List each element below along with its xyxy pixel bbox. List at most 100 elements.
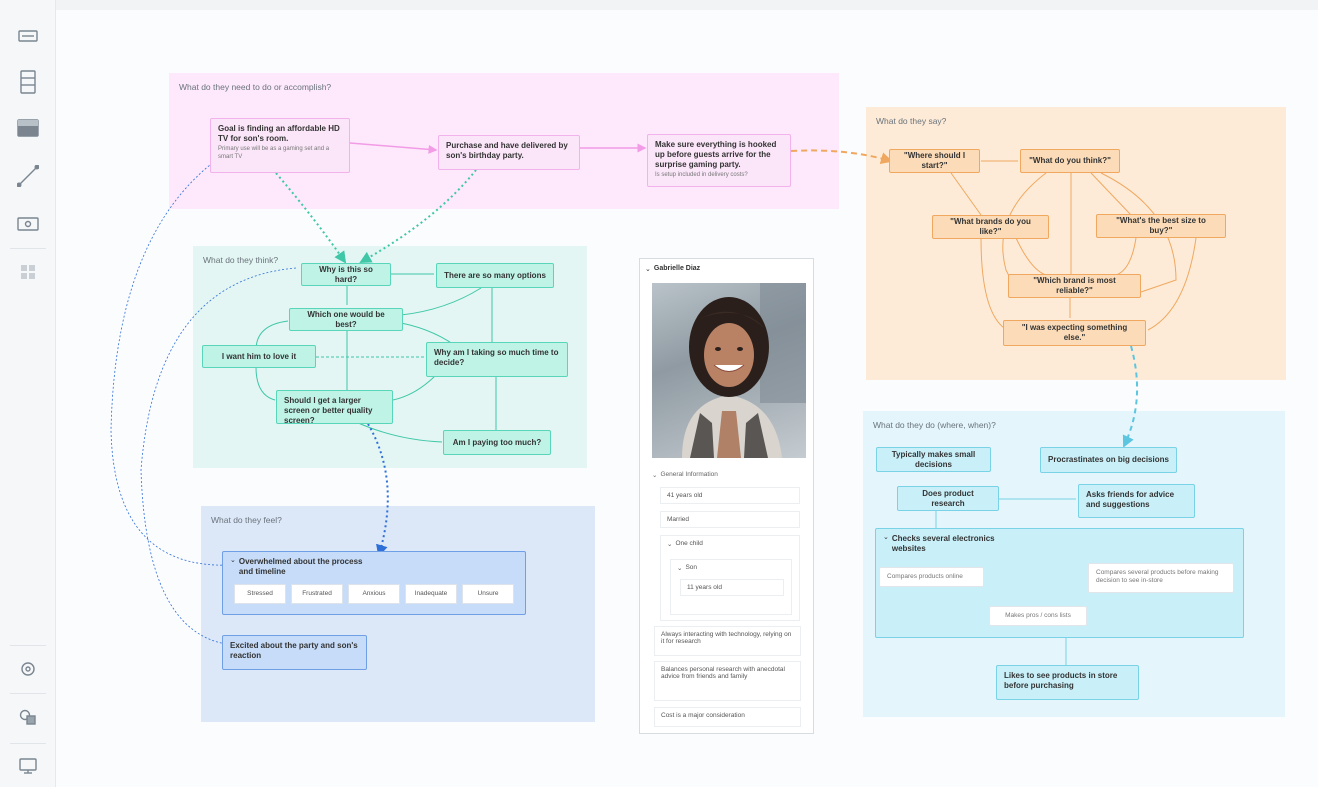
list-block-icon[interactable] <box>14 68 42 96</box>
say-brands-text: "What brands do you like?" <box>950 217 1031 236</box>
card-do-compares-several[interactable]: Compares several products before making … <box>1088 563 1234 593</box>
persona-note-1: Always interacting with technology, rely… <box>654 626 801 656</box>
zone-do-title: What do they do (where, when)? <box>873 420 996 430</box>
persona-age: 41 years old <box>660 487 800 504</box>
persona-age-text: 41 years old <box>667 492 703 499</box>
persona-card[interactable]: ⌄Gabrielle Diaz ⌄General Information 41 … <box>639 258 814 734</box>
do-friends-text: Asks friends for advice and suggestions <box>1086 490 1175 509</box>
feel-chip[interactable]: Unsure <box>462 584 514 605</box>
card-hookup-sub: Is setup included in delivery costs? <box>655 172 748 178</box>
say-reliable-text: "Which brand is most reliable?" <box>1033 276 1116 295</box>
card-do-research[interactable]: Does product research <box>897 486 999 511</box>
card-feel-overwhelmed[interactable]: ⌄Overwhelmed about the process and timel… <box>222 551 526 615</box>
feel-chip[interactable]: Anxious <box>348 584 400 605</box>
card-feel-excited[interactable]: Excited about the party and son's reacti… <box>222 635 367 670</box>
say-think-text: "What do you think?" <box>1029 156 1111 165</box>
visibility-icon[interactable] <box>14 655 42 683</box>
card-say-brands[interactable]: "What brands do you like?" <box>932 215 1049 239</box>
card-say-reliable[interactable]: "Which brand is most reliable?" <box>1008 274 1141 298</box>
persona-son-age-text: 11 years old <box>687 584 722 591</box>
card-do-procrastinates[interactable]: Procrastinates on big decisions <box>1040 447 1177 473</box>
card-do-compares-online[interactable]: Compares products online <box>879 567 984 587</box>
card-purchase-title: Purchase and have delivered by son's bir… <box>446 141 568 160</box>
card-think-options[interactable]: There are so many options <box>436 263 554 288</box>
feel-chip[interactable]: Frustrated <box>291 584 343 605</box>
general-info-header[interactable]: ⌄General Information <box>652 471 718 479</box>
card-goal-title: Goal is finding an affordable HD TV for … <box>218 124 340 143</box>
persona-son-age: 11 years old <box>680 579 784 596</box>
persona-married: Married <box>660 511 800 528</box>
persona-note-2-text: Balances personal research with anecdota… <box>661 666 785 680</box>
card-purchase[interactable]: Purchase and have delivered by son's bir… <box>438 135 580 170</box>
persona-child-text: One child <box>675 540 703 547</box>
zone-say-title: What do they say? <box>876 116 947 126</box>
chevron-down-icon[interactable]: ⌄ <box>883 534 889 541</box>
card-think-love[interactable]: I want him to love it <box>202 345 316 368</box>
card-do-small[interactable]: Typically makes small decisions <box>876 447 991 472</box>
left-toolbar <box>0 0 56 787</box>
persona-note-1-text: Always interacting with technology, rely… <box>661 631 792 645</box>
persona-name: Gabrielle Diaz <box>653 265 701 272</box>
card-do-friends[interactable]: Asks friends for advice and suggestions <box>1078 484 1195 518</box>
card-think-paying[interactable]: Am I paying too much? <box>443 430 551 455</box>
image-block-icon[interactable] <box>14 114 42 142</box>
do-checks-text: Checks several electronics websites <box>891 534 995 553</box>
text-block-icon[interactable] <box>14 22 42 50</box>
card-say-think[interactable]: "What do you think?" <box>1020 149 1120 173</box>
card-goal-sub: Primary use will be as a gaming set and … <box>218 146 330 160</box>
preview-icon[interactable] <box>14 210 42 238</box>
say-start-text: "Where should I start?" <box>903 151 966 170</box>
do-small-text: Typically makes small decisions <box>891 449 976 469</box>
card-think-best[interactable]: Which one would be best? <box>289 308 403 331</box>
persona-header: ⌄Gabrielle Diaz <box>645 265 700 273</box>
zone-think-title: What do they think? <box>203 255 279 265</box>
think-love-text: I want him to love it <box>221 351 297 361</box>
think-screen-text: Should I get a larger screen or better q… <box>284 396 373 425</box>
connector-icon[interactable] <box>14 162 42 190</box>
think-paying-text: Am I paying too much? <box>452 437 542 447</box>
feel-overwhelmed-text: Overwhelmed about the process and timeli… <box>238 557 363 576</box>
think-options-text: There are so many options <box>444 270 546 280</box>
card-think-time[interactable]: Why am I taking so much time to decide? <box>426 342 568 377</box>
zone-need-title: What do they need to do or accomplish? <box>179 82 332 92</box>
card-do-instore[interactable]: Likes to see products in store before pu… <box>996 665 1139 700</box>
persona-note-3-text: Cost is a major consideration <box>661 712 745 719</box>
persona-son-text: Son <box>685 564 698 571</box>
card-think-screen[interactable]: Should I get a larger screen or better q… <box>276 390 393 425</box>
chevron-down-icon[interactable]: ⌄ <box>677 565 683 572</box>
card-goal[interactable]: Goal is finding an affordable HD TV for … <box>210 118 350 173</box>
say-size-text: "What's the best size to buy?" <box>1116 216 1206 235</box>
card-do-pros-cons[interactable]: Makes pros / cons lists <box>989 606 1087 626</box>
card-say-start[interactable]: "Where should I start?" <box>889 149 980 173</box>
grid-icon[interactable] <box>14 258 42 286</box>
persona-note-2: Balances personal research with anecdota… <box>654 661 801 701</box>
shapes-icon[interactable] <box>14 703 42 731</box>
chevron-down-icon[interactable]: ⌄ <box>667 541 673 548</box>
chevron-down-icon[interactable]: ⌄ <box>645 266 651 273</box>
persona-married-text: Married <box>667 516 690 523</box>
think-best-text: Which one would be best? <box>307 309 385 329</box>
think-hard-text: Why is this so hard? <box>319 264 373 284</box>
do-instore-text: Likes to see products in store before pu… <box>1004 671 1118 690</box>
feel-chip[interactable]: Stressed <box>234 584 286 605</box>
card-hookup[interactable]: Make sure everything is hooked up before… <box>647 134 791 187</box>
think-time-text: Why am I taking so much time to decide? <box>434 348 559 367</box>
chevron-down-icon[interactable]: ⌄ <box>230 557 236 564</box>
chevron-down-icon: ⌄ <box>652 472 658 479</box>
general-info-title: General Information <box>660 471 718 478</box>
do-pros-cons-text: Makes pros / cons lists <box>1005 611 1071 619</box>
do-compares-online-text: Compares products online <box>887 573 963 580</box>
zone-feel-title: What do they feel? <box>211 515 282 525</box>
persona-note-3: Cost is a major consideration <box>654 707 801 727</box>
persona-photo <box>652 283 806 458</box>
card-say-size[interactable]: "What's the best size to buy?" <box>1096 214 1226 238</box>
journey-canvas[interactable]: What do they need to do or accomplish? W… <box>56 10 1318 787</box>
say-expecting-text: "I was expecting something else." <box>1021 323 1128 342</box>
feel-chip[interactable]: Inadequate <box>405 584 457 605</box>
feel-excited-text: Excited about the party and son's reacti… <box>230 641 358 660</box>
do-research-text: Does product research <box>922 488 974 508</box>
present-icon[interactable] <box>14 752 42 780</box>
card-think-hard[interactable]: Why is this so hard? <box>301 263 391 286</box>
card-say-expecting[interactable]: "I was expecting something else." <box>1003 320 1146 346</box>
